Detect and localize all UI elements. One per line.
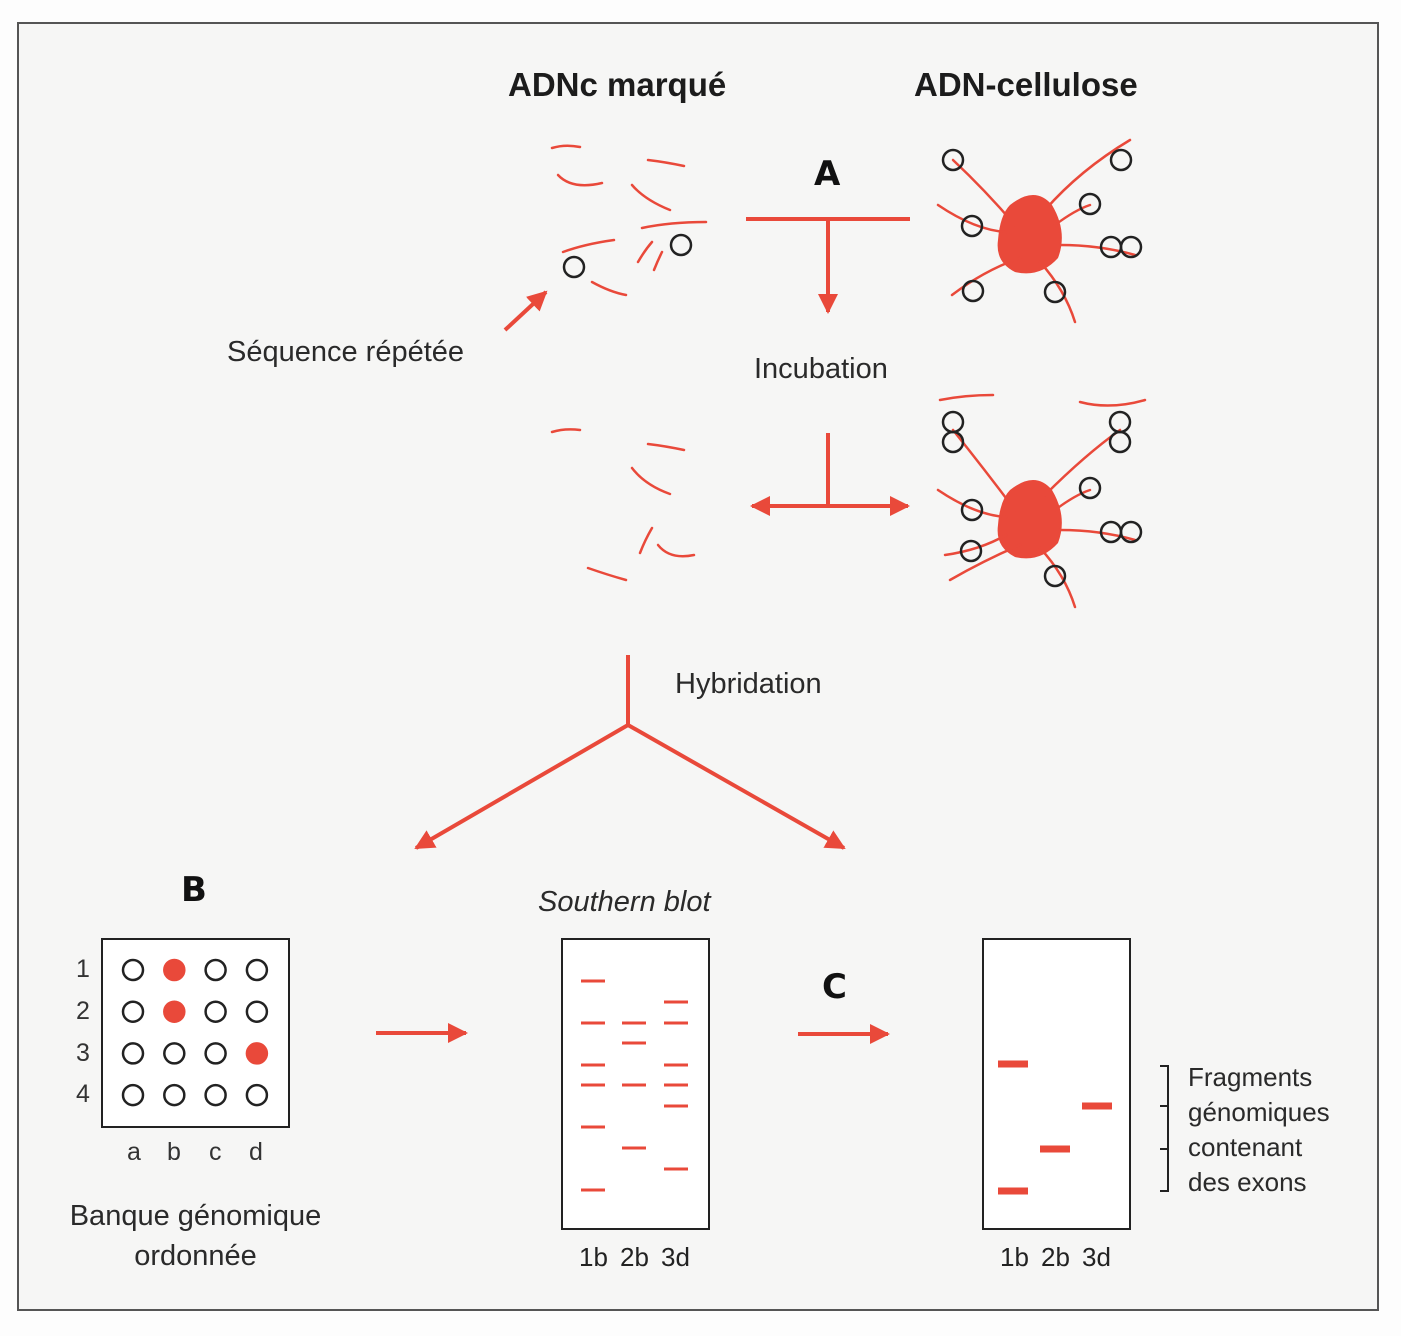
library-clone-positive xyxy=(245,1042,269,1065)
blot-lane-label: 3d xyxy=(661,1242,690,1272)
southern-bands xyxy=(581,979,688,1192)
library-clone xyxy=(204,1083,227,1107)
hybridization-arrow-left xyxy=(414,723,630,850)
dna-cellulose-particle-top xyxy=(936,138,1143,324)
library-clone xyxy=(121,958,145,982)
cdna-strands-bottom xyxy=(550,428,696,582)
library-clone xyxy=(163,1083,186,1107)
cdna-strands-top xyxy=(550,144,708,297)
library-clone xyxy=(121,1083,145,1107)
step-b-letter: B xyxy=(181,870,207,910)
result-lane-label: 1b xyxy=(1000,1242,1029,1272)
grid-col-label: c xyxy=(209,1138,222,1166)
result-lane-label: 2b xyxy=(1041,1242,1070,1272)
grid-row-label: 3 xyxy=(76,1039,90,1067)
library-label: Banque génomique ordonnée xyxy=(69,1200,322,1272)
repeat-probe-circle xyxy=(669,233,693,257)
blot-lane-label: 2b xyxy=(620,1242,649,1272)
library-clone xyxy=(121,1000,145,1023)
exon-bracket xyxy=(1160,1065,1169,1192)
grid-row-label: 1 xyxy=(76,955,90,983)
result-panel xyxy=(982,938,1131,1230)
result-lane-label: 3d xyxy=(1082,1242,1111,1272)
library-clone-positive xyxy=(163,958,186,982)
exon-fragments-line: Fragments xyxy=(1188,1062,1313,1092)
library-clone-positive xyxy=(163,1000,186,1023)
southern-blot-label: Southern blot xyxy=(538,886,711,918)
library-clone xyxy=(121,1042,145,1065)
library-clone xyxy=(245,1083,269,1107)
grid-col-label: d xyxy=(249,1138,263,1166)
exon-fragments-line: contenant xyxy=(1188,1132,1303,1162)
library-clone xyxy=(204,1042,227,1065)
grid-row-label: 4 xyxy=(76,1080,90,1108)
grid-col-label: b xyxy=(167,1138,181,1166)
incubation-label: Incubation xyxy=(754,353,888,385)
exon-bands xyxy=(998,1060,1112,1195)
labeled-cdna-header: ADNc marqué xyxy=(508,66,727,103)
library-clone xyxy=(204,1000,227,1023)
library-panel xyxy=(101,938,290,1128)
blot-lane-label: 1b xyxy=(579,1242,608,1272)
hybridization-label: Hybridation xyxy=(675,668,822,700)
grid-row-label: 2 xyxy=(76,997,90,1025)
dna-cellulose-header: ADN-cellulose xyxy=(914,66,1138,103)
dna-cellulose-particle-bottom xyxy=(936,393,1147,609)
exon-fragments-line: génomiques xyxy=(1188,1097,1330,1127)
library-clone xyxy=(245,1000,269,1023)
grid-col-label: a xyxy=(127,1138,141,1166)
library-dots xyxy=(121,958,269,1107)
library-clone xyxy=(245,958,269,982)
step-c-letter: C xyxy=(822,967,847,1007)
repeat-probe-circle xyxy=(562,255,586,279)
repeated-sequence-arrow xyxy=(503,290,548,332)
repeated-sequence-label: Séquence répétée xyxy=(227,336,465,368)
library-clone xyxy=(163,1042,186,1065)
exon-fragments-line: des exons xyxy=(1188,1167,1307,1197)
hybridization-arrow-right xyxy=(627,723,846,850)
step-a-letter: A xyxy=(814,154,841,194)
library-clone xyxy=(204,958,227,982)
